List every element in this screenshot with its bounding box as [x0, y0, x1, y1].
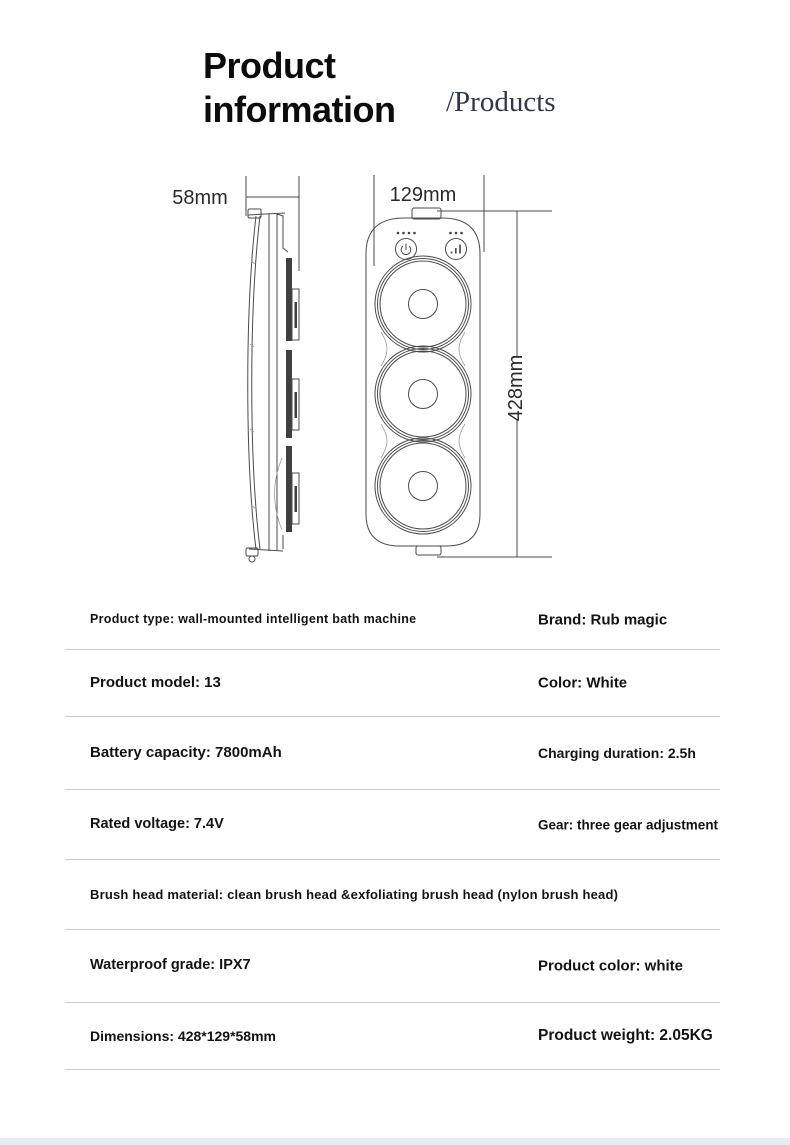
- spec-row: Brush head material: clean brush head &e…: [65, 860, 720, 930]
- spec-row: Rated voltage: 7.4V Gear: three gear adj…: [65, 790, 720, 860]
- next-section-edge: [0, 1138, 790, 1145]
- spec-row: Product model: 13 Color: White: [65, 650, 720, 717]
- product-diagrams: 58mm: [172, 175, 552, 563]
- front-width-label: 129mm: [390, 184, 457, 206]
- side-brush-pad: [286, 258, 292, 341]
- front-view-drawing: [365, 207, 481, 556]
- front-bottom-tab: [415, 545, 442, 556]
- side-width-label: 58mm: [172, 187, 228, 209]
- power-button-icon: [395, 238, 417, 260]
- brush-head-circle-bottom: [374, 437, 472, 535]
- spec-label-left: Product model: 13: [90, 673, 221, 691]
- spec-table: Product type: wall-mounted intelligent b…: [65, 590, 720, 1070]
- spec-label-left: Brush head material: clean brush head &e…: [90, 886, 619, 902]
- spec-row: Battery capacity: 7800mAh Charging durat…: [65, 717, 720, 790]
- page-title: Product information: [203, 44, 396, 132]
- side-brush-pad: [286, 446, 292, 532]
- brush-head-circle-middle: [374, 345, 472, 443]
- dimension-129mm: 129mm: [373, 175, 485, 266]
- spec-label-left: Battery capacity: 7800mAh: [90, 743, 282, 761]
- spec-row: Product type: wall-mounted intelligent b…: [65, 590, 720, 650]
- power-indicator-dots: [396, 231, 416, 235]
- spec-label-left: Dimensions: 428*129*58mm: [90, 1027, 276, 1044]
- spec-label-right: Charging duration: 2.5h: [538, 745, 696, 761]
- side-top-tab: [247, 208, 262, 219]
- breadcrumb: /Products: [446, 86, 556, 118]
- dimension-58mm: 58mm: [172, 176, 300, 271]
- spec-label-right: Color: White: [538, 674, 628, 692]
- spec-label-right: Brand: Rub magic: [538, 611, 668, 628]
- spec-label-left: Waterproof grade: IPX7: [90, 957, 251, 974]
- side-view-drawing: [245, 208, 300, 563]
- spec-label-right: Product color: white: [538, 957, 684, 975]
- title-line-2: information: [203, 89, 396, 130]
- dimension-428mm: 428mm: [437, 210, 552, 558]
- gear-level-button-icon: [445, 238, 467, 260]
- mode-indicator-dots: [449, 231, 463, 235]
- spec-row: Waterproof grade: IPX7 Product color: wh…: [65, 930, 720, 1003]
- front-top-tab: [411, 207, 442, 220]
- front-height-label: 428mm: [505, 355, 527, 422]
- side-brush-pad: [286, 350, 292, 438]
- spec-label-left: Rated voltage: 7.4V: [90, 815, 224, 832]
- brush-head-circle-top: [374, 255, 472, 353]
- spec-label-right: Gear: three gear adjustment: [538, 817, 719, 832]
- spec-label-left: Product type: wall-mounted intelligent b…: [90, 612, 417, 627]
- title-line-1: Product: [203, 45, 336, 86]
- spec-label-right: Product weight: 2.05KG: [538, 1027, 713, 1044]
- spec-row: Dimensions: 428*129*58mm Product weight:…: [65, 1003, 720, 1070]
